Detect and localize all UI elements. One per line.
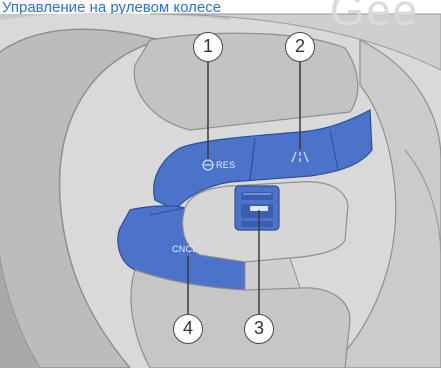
watermark: Gee	[330, 0, 419, 36]
roller-switch-icon	[235, 186, 279, 230]
callout-2: 2	[285, 32, 315, 62]
cncl-button-label: CNCL	[172, 244, 198, 254]
callout-1: 1	[193, 32, 223, 62]
upper-spoke	[134, 33, 358, 130]
callout-4: 4	[173, 314, 203, 344]
callout-3: 3	[244, 314, 274, 344]
res-button-label: RES	[216, 160, 235, 170]
figure-caption: Управление на рулевом колесе	[2, 0, 302, 14]
